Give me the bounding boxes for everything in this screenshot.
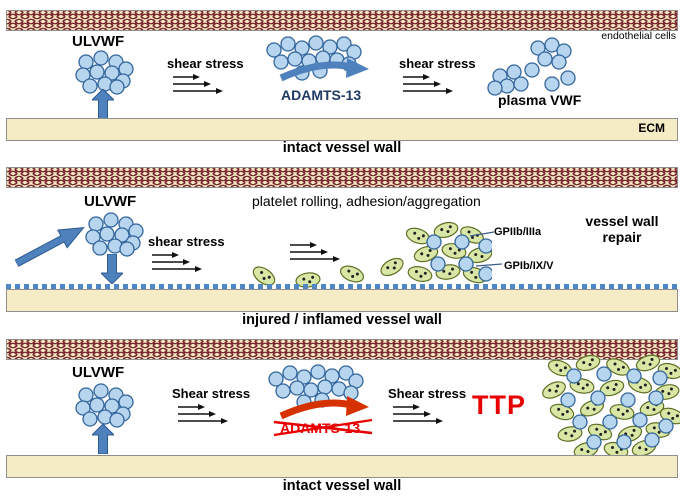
- vessel-wall-repair-label: vessel wall repair: [585, 213, 659, 246]
- shear-stress-label-1-panel3: Shear stress: [172, 386, 251, 401]
- shear-stress-label-2-panel1: shear stress: [399, 56, 476, 71]
- ecm-band-panel3: [6, 455, 678, 478]
- endothelium-band-top-panel2: [6, 167, 678, 188]
- caption-panel1: intact vessel wall: [282, 140, 402, 156]
- ulvwf-label-panel1: ULVWF: [72, 33, 125, 50]
- down-arrow-icon-panel2: [101, 254, 123, 284]
- plasma-vwf-fragments-panel1: [486, 36, 578, 96]
- shear-stress-label-panel2: shear stress: [148, 234, 225, 249]
- ttp-thrombus-aggregate: [540, 352, 680, 458]
- shear-arrows-icon-1-panel1: [173, 74, 224, 95]
- caption-panel3: intact vessel wall: [282, 478, 402, 494]
- rolling-platelets-panel2: [249, 254, 407, 288]
- platelet-rolling-label: platelet rolling, adhesion/aggregation: [252, 193, 481, 209]
- receptor-pointer-lines: [469, 231, 503, 267]
- shear-arrows-icon-2-panel1: [403, 74, 454, 95]
- caption-panel2: injured / inflamed vessel wall: [242, 312, 442, 328]
- shear-arrows-icon-1-panel3: [178, 404, 229, 425]
- adamts13-label-panel1: ADAMTS-13: [281, 87, 362, 103]
- ulvwf-label-panel3: ULVWF: [72, 364, 125, 381]
- ecm-label: ECM: [638, 121, 665, 135]
- cleave-swoosh-arrow-icon-panel1: [277, 57, 372, 82]
- endothelial-cells-label: endothelial cells: [601, 30, 676, 42]
- up-arrow-icon-panel1: [92, 89, 114, 119]
- ulvwf-cluster-panel2: [84, 212, 146, 258]
- ecm-band-panel1: ECM: [6, 118, 678, 141]
- exposed-subendothelium-strip: [6, 284, 678, 289]
- ulvwf-label-panel2: ULVWF: [84, 193, 137, 210]
- endothelium-band-top-panel1: [6, 10, 678, 31]
- strikethrough-icon-adamts13: [273, 418, 373, 437]
- shear-arrows-icon-1-panel2: [152, 252, 203, 273]
- ulvwf-cluster-panel3: [74, 383, 136, 429]
- shear-stress-label-2-panel3: Shear stress: [388, 386, 467, 401]
- gpiib-iiia-label: GPIIb/IIIa: [494, 226, 542, 238]
- gpib-ix-v-label: GPIb/IX/V: [504, 260, 554, 272]
- shear-arrows-icon-2-panel3: [393, 404, 444, 425]
- up-arrow-icon-panel3: [92, 424, 114, 454]
- plasma-vwf-label: plasma VWF: [498, 92, 582, 108]
- ttp-label: TTP: [472, 390, 526, 420]
- injured-wall-band-panel2: [6, 289, 678, 312]
- diagonal-arrow-icon-panel2: [11, 218, 89, 273]
- shear-stress-label-1-panel1: shear stress: [167, 56, 244, 71]
- endothelium-band-top-panel3: [6, 339, 678, 360]
